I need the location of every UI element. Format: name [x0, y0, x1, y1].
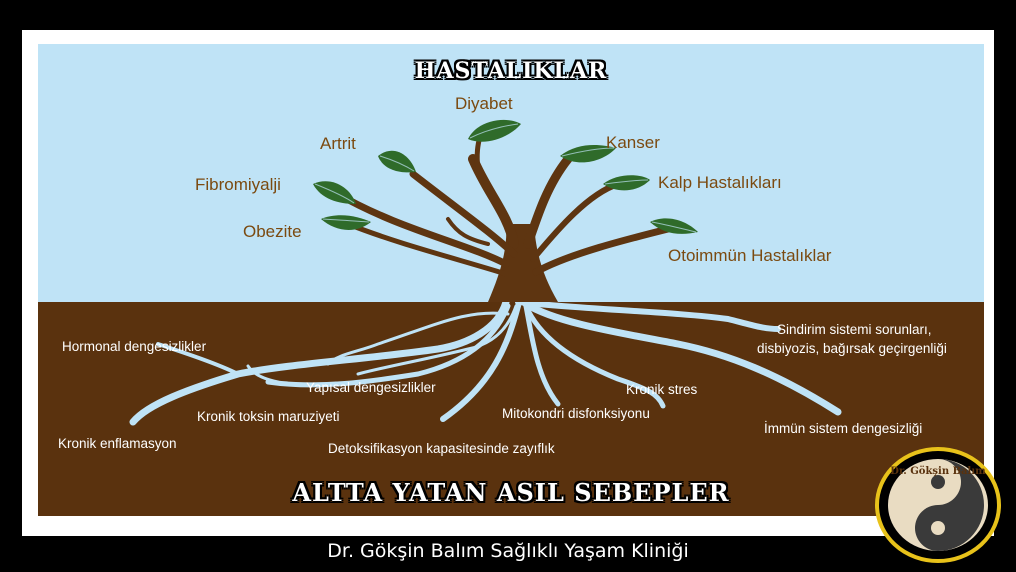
- cause-sindirim-1: Sindirim sistemi sorunları,: [777, 322, 932, 337]
- leaf-diyabet: [468, 119, 521, 142]
- cause-toksin: Kronik toksin maruziyeti: [197, 409, 340, 424]
- disease-obezite: Obezite: [243, 222, 302, 241]
- cause-enflamasyon: Kronik enflamasyon: [58, 436, 177, 451]
- cause-immun: İmmün sistem dengesizliği: [764, 421, 923, 436]
- cause-mitokondri: Mitokondri disfonksiyonu: [502, 406, 650, 421]
- root-causes-heading: ALTTA YATAN ASIL SEBEPLER: [292, 478, 730, 507]
- disease-otoimmun: Otoimmün Hastalıklar: [668, 246, 832, 265]
- disease-kalp-hastaliklari: Kalp Hastalıkları: [658, 173, 782, 192]
- leaf-obezite: [321, 215, 371, 230]
- leaf-kanser: [560, 145, 616, 163]
- leaf-kalp: [603, 175, 650, 191]
- clinic-logo: Dr. Gökşin Balım: [874, 446, 1002, 564]
- disease-diyabet: Diyabet: [455, 94, 513, 113]
- disease-kanser: Kanser: [606, 133, 660, 152]
- tree-illustration: [129, 119, 842, 426]
- cause-hormonal: Hormonal dengesizlikler: [62, 339, 207, 354]
- cause-detoks: Detoksifikasyon kapasitesinde zayıflık: [328, 441, 555, 456]
- roots: [129, 298, 842, 426]
- disease-artrit: Artrit: [320, 134, 356, 153]
- trunk: [488, 224, 558, 302]
- cause-sindirim-2: disbiyozis, bağırsak geçirgenliği: [757, 341, 947, 356]
- cause-yapisal: Yapısal dengesizlikler: [306, 380, 436, 395]
- cause-kronik-stres: Kronik stres: [626, 382, 698, 397]
- diagram-panel: HASTALIKLAR Diyabet Artrit Kanser Fibrom…: [38, 44, 984, 516]
- diseases-heading: HASTALIKLAR: [414, 58, 608, 84]
- footer-clinic-name: Dr. Gökşin Balım Sağlıklı Yaşam Kliniği: [327, 540, 689, 562]
- logo-name: Dr. Gökşin Balım: [890, 466, 986, 477]
- disease-fibromiyalji: Fibromiyalji: [195, 175, 281, 194]
